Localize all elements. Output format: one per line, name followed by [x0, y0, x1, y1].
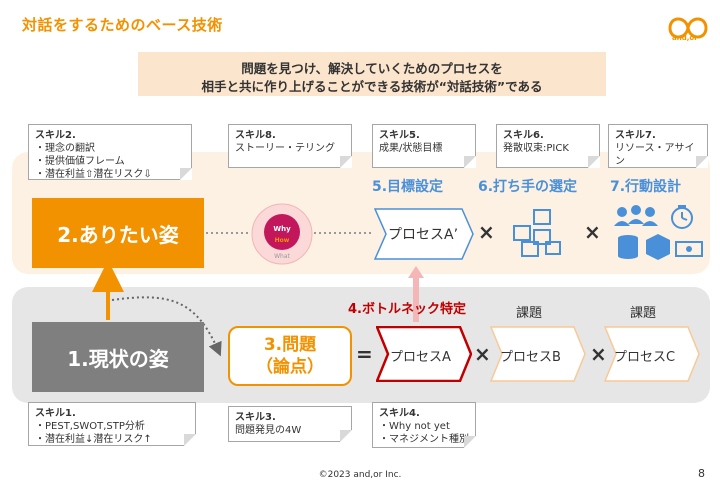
skill-8-line: ストーリー・テリング	[235, 143, 335, 154]
skill-1-callout: スキル1. ・PEST,SWOT,STP分析 ・潜在利益↓潜在リスク↑	[28, 402, 196, 446]
skill-2-line: ・潜在利益⇧潜在リスク⇩	[35, 169, 152, 180]
issue-label-2: 課題	[630, 306, 657, 321]
skill-8-title: スキル8.	[235, 130, 276, 141]
page-fold-icon	[464, 436, 476, 448]
skill-7-title: スキル7.	[615, 130, 656, 141]
skill-5-callout: スキル5. 成果/状態目標	[372, 124, 476, 168]
skill-4-line: ・マネジメント種別	[379, 434, 469, 445]
resources-icon	[614, 205, 703, 260]
goal-setting-label: 5.目標設定	[372, 179, 444, 195]
skill-1-title: スキル1.	[35, 408, 76, 419]
skill-1-line: ・PEST,SWOT,STP分析	[35, 421, 145, 432]
page-fold-icon	[696, 156, 708, 168]
banner-line-1: 問題を見つけ、解決していくためのプロセスを	[241, 61, 503, 76]
banner-line-2: 相手と共に作り上げることができる技術が“対話技術”である	[201, 79, 543, 94]
action-design-label: 7.行動設計	[610, 179, 682, 195]
skill-3-line: 問題発見の4W	[235, 425, 302, 436]
skill-1-line: ・潜在利益↓潜在リスク↑	[35, 434, 152, 445]
why-how-what-circle-icon: Why How What	[251, 203, 313, 265]
skill-2-title: スキル2.	[35, 130, 76, 141]
andor-logo-icon	[668, 17, 708, 39]
skill-5-line: 成果/状態目標	[379, 143, 443, 154]
page-fold-icon	[464, 156, 476, 168]
process-c-label: プロセスC	[614, 350, 676, 365]
circle-why-text: Why	[273, 225, 291, 233]
page-fold-icon	[340, 156, 352, 168]
skill-5-title: スキル5.	[379, 130, 420, 141]
process-b-label: プロセスB	[500, 350, 561, 365]
skill-2-callout: スキル2. ・理念の翻訳 ・提供価値フレーム ・潜在利益⇧潜在リスク⇩	[28, 124, 192, 180]
skill-7-callout: スキル7. リソース・アサイン	[608, 124, 708, 168]
skill-2-line: ・提供価値フレーム	[35, 156, 125, 167]
times-symbol: ×	[478, 220, 495, 244]
problem-subtitle: （論点）	[256, 357, 324, 377]
issue-label-1: 課題	[516, 306, 543, 321]
skill-3-title: スキル3.	[235, 412, 276, 423]
process-a-label: プロセスA	[390, 350, 451, 365]
skill-6-line: 発散収束:PICK	[503, 143, 569, 154]
process-a-chevron	[376, 326, 472, 382]
skill-4-title: スキル4.	[379, 408, 420, 419]
process-a-prime-label: プロセスA’	[388, 227, 459, 243]
times-symbol: ×	[474, 342, 491, 366]
skill-6-callout: スキル6. 発散収束:PICK	[496, 124, 600, 168]
process-b-chevron	[490, 326, 586, 382]
problem-box: 3.問題 （論点）	[228, 326, 352, 386]
skill-6-title: スキル6.	[503, 130, 544, 141]
problem-title: 3.問題	[263, 335, 317, 355]
skill-4-line: ・Why not yet	[379, 421, 450, 432]
skill-4-callout: スキル4. ・Why not yet ・マネジメント種別	[372, 402, 476, 448]
times-symbol: ×	[590, 342, 607, 366]
skill-7-line: リソース・アサイン	[615, 143, 695, 167]
circle-what-text: What	[274, 253, 290, 260]
summary-banner: 問題を見つけ、解決していくためのプロセスを 相手と共に作り上げることができる技術…	[138, 52, 606, 96]
process-c-chevron	[604, 326, 700, 382]
slide-title: 対話をするためのベース技術	[22, 16, 223, 34]
measure-selection-label: 6.打ち手の選定	[478, 179, 578, 195]
current-state-box: 1.現状の姿	[32, 322, 204, 392]
ideal-state-box: 2.ありたい姿	[32, 198, 204, 268]
page-fold-icon	[340, 430, 352, 442]
circle-how-text: How	[275, 237, 290, 244]
skill-2-line: ・理念の翻訳	[35, 143, 95, 154]
page-fold-icon	[588, 156, 600, 168]
skill-3-callout: スキル3. 問題発見の4W	[228, 406, 352, 442]
copyright: ©2023 and,or Inc.	[318, 470, 402, 480]
equals-symbol: =	[356, 342, 373, 366]
times-symbol: ×	[584, 220, 601, 244]
process-a-prime-chevron	[374, 208, 474, 260]
page-fold-icon	[180, 168, 192, 180]
page-fold-icon	[184, 434, 196, 446]
skill-8-callout: スキル8. ストーリー・テリング	[228, 124, 352, 168]
bottleneck-label: 4.ボトルネック特定	[348, 302, 466, 317]
puzzle-blocks-icon	[513, 209, 561, 257]
logo-text: and,or	[672, 34, 698, 42]
page-number: 8	[698, 467, 705, 480]
